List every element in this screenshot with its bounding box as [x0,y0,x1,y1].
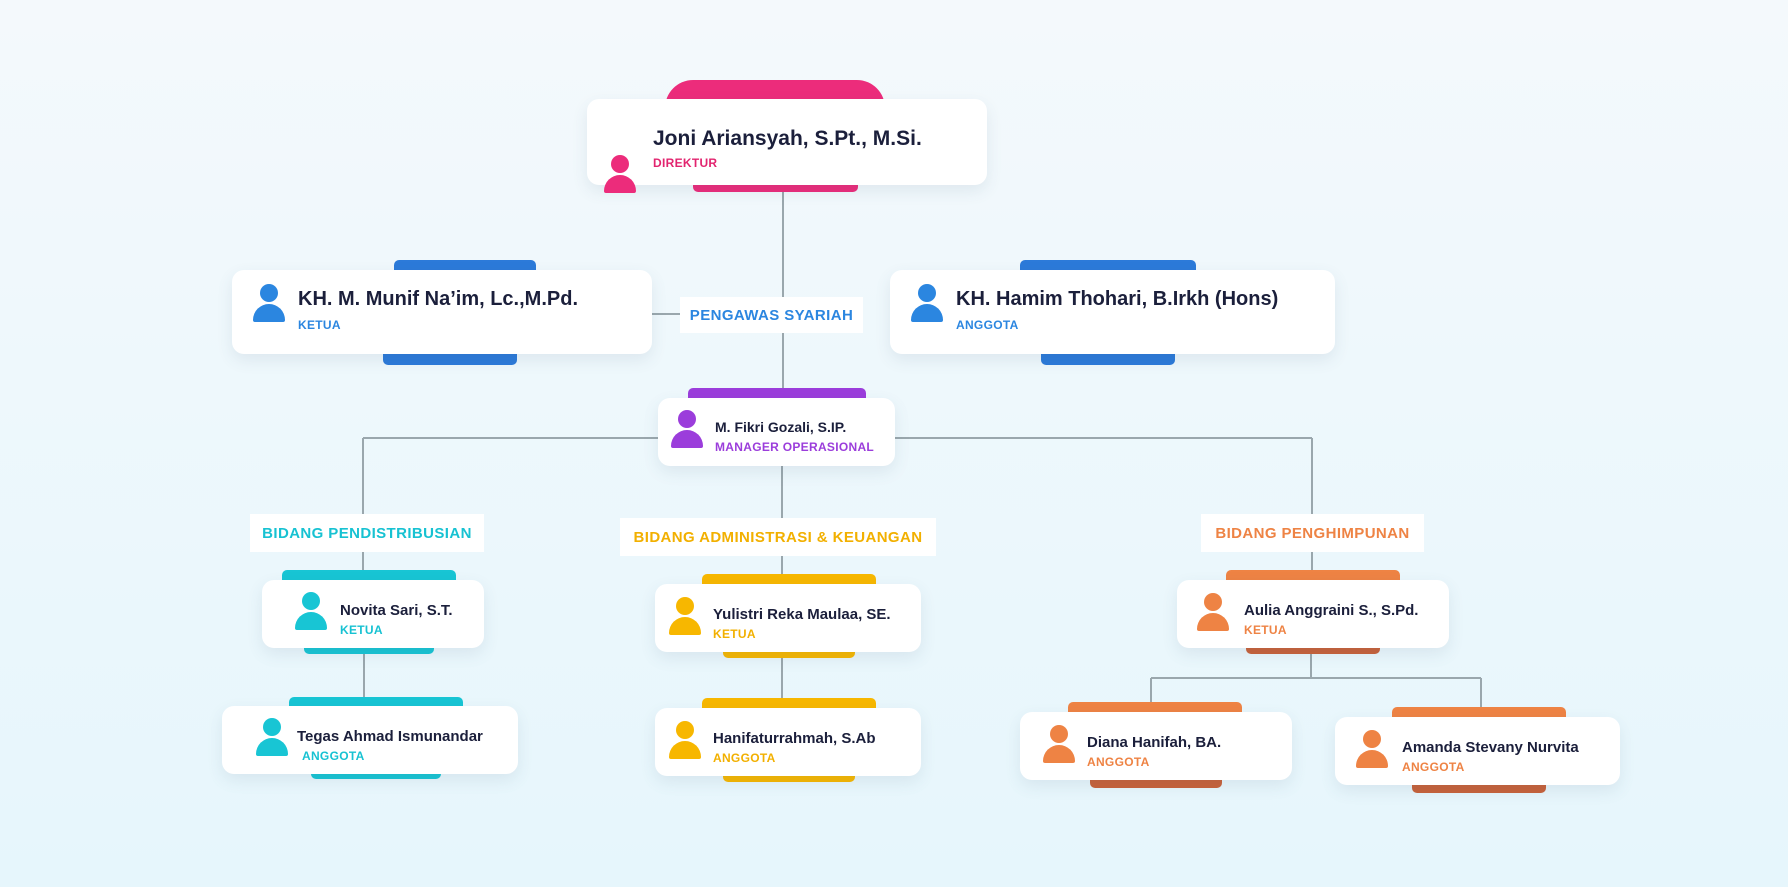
person-icon [255,718,289,756]
administration-member-name: Hanifaturrahmah, S.Ab [713,730,876,747]
fundraising-member-2-ribbon-bottom [1412,783,1546,793]
administration-member-ribbon-bottom [723,772,855,782]
administration-chair-name: Yulistri Reka Maulaa, SE. [713,606,891,623]
sharia-member-role: ANGGOTA [956,318,1019,332]
fundraising-member-role: ANGGOTA [1087,755,1150,769]
administration-member-role: ANGGOTA [713,751,776,765]
distribution-member-role: ANGGOTA [302,749,365,763]
distribution-chair-name: Novita Sari, S.T. [340,602,453,619]
person-icon [668,597,702,635]
distribution-chair-ribbon-bottom [304,644,434,654]
person-icon [252,284,286,322]
manager-role: MANAGER OPERASIONAL [715,440,875,454]
fundraising-member-1-ribbon-bottom [1090,778,1222,788]
administration-chair-role: KETUA [713,627,756,641]
administration-member-card[interactable]: Hanifaturrahmah, S.Ab ANGGOTA [655,708,921,776]
sharia-chair-name: KH. M. Munif Na’im, Lc.,M.Pd. [298,288,578,310]
fundraising-member-card[interactable]: Diana Hanifah, BA. ANGGOTA [1020,712,1292,780]
sharia-chair-role: KETUA [298,318,341,332]
fundraising-chair-role: KETUA [1244,623,1287,637]
administration-chair-ribbon-bottom [723,648,855,658]
sharia-member-card[interactable]: KH. Hamim Thohari, B.Irkh (Hons) ANGGOTA [890,270,1335,354]
sharia-member-name: KH. Hamim Thohari, B.Irkh (Hons) [956,288,1279,310]
distribution-chair-role: KETUA [340,623,383,637]
manager-name: M. Fikri Gozali, S.IP. [715,419,847,435]
distribution-member-ribbon-bottom [311,769,441,779]
person-icon [603,155,637,193]
fundraising-member-card[interactable]: Amanda Stevany Nurvita ANGGOTA [1335,717,1620,785]
person-icon [1196,593,1230,631]
fundraising-member-name: Amanda Stevany Nurvita [1402,739,1579,756]
manager-card[interactable]: M. Fikri Gozali, S.IP. MANAGER OPERASION… [658,398,895,466]
person-icon [910,284,944,322]
distribution-chair-card[interactable]: Novita Sari, S.T. KETUA [262,580,484,648]
administration-label: BIDANG ADMINISTRASI & KEUANGAN [620,518,936,556]
administration-chair-card[interactable]: Yulistri Reka Maulaa, SE. KETUA [655,584,921,652]
fundraising-label: BIDANG PENGHIMPUNAN [1201,514,1424,552]
distribution-member-name: Tegas Ahmad Ismunandar [297,728,483,745]
person-icon [670,410,704,448]
fundraising-member-role: ANGGOTA [1402,760,1465,774]
distribution-member-card[interactable]: Tegas Ahmad Ismunandar ANGGOTA [222,706,518,774]
director-name: Joni Ariansyah, S.Pt., M.Si. [653,127,922,150]
person-icon [294,592,328,630]
person-icon [1355,730,1389,768]
person-icon [1042,725,1076,763]
fundraising-chair-ribbon-bottom [1246,644,1380,654]
distribution-label: BIDANG PENDISTRIBUSIAN [250,514,484,552]
sharia-board-label: PENGAWAS SYARIAH [680,297,863,333]
fundraising-member-name: Diana Hanifah, BA. [1087,734,1222,751]
fundraising-chair-name: Aulia Anggraini S., S.Pd. [1244,602,1419,619]
person-icon [668,721,702,759]
director-card[interactable]: Joni Ariansyah, S.Pt., M.Si. DIREKTUR [587,99,987,193]
fundraising-chair-card[interactable]: Aulia Anggraini S., S.Pd. KETUA [1177,580,1449,648]
director-role: DIREKTUR [653,156,718,170]
sharia-chair-card[interactable]: KH. M. Munif Na’im, Lc.,M.Pd. KETUA [232,270,652,354]
